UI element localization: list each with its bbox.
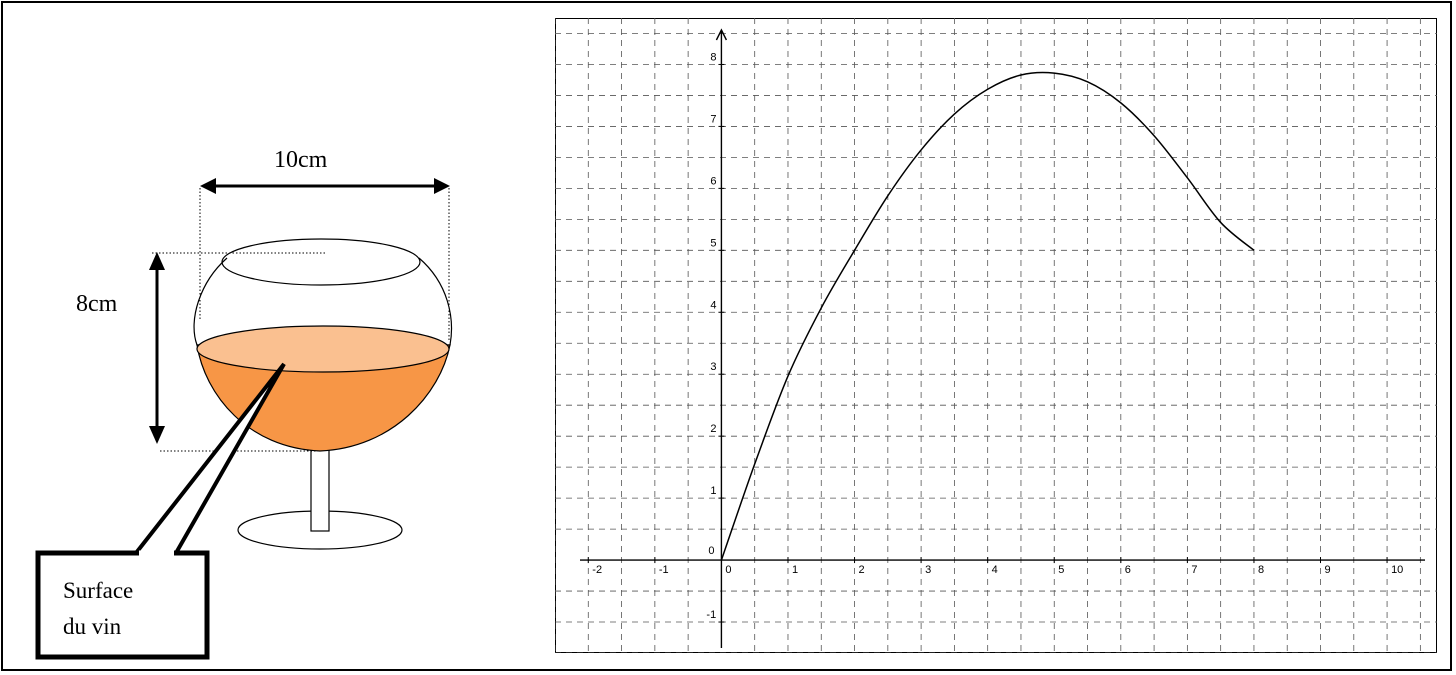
glass-stem <box>310 448 330 532</box>
wine-liquid <box>196 344 451 452</box>
height-arrowhead-bottom <box>149 426 165 444</box>
x-tick-label: 7 <box>1191 564 1197 576</box>
wine-glass-diagram: 10cm 8cm Surface du vin <box>35 147 453 660</box>
x-tick-label: 0 <box>725 564 731 576</box>
glass-rim <box>221 238 421 286</box>
grid <box>555 18 1437 653</box>
y-axis-arrowhead <box>715 28 728 41</box>
x-tick-label: 1 <box>792 564 798 576</box>
width-arrowhead-right <box>434 178 450 194</box>
x-tick-label: 5 <box>1058 564 1064 576</box>
x-tick-label: -1 <box>659 564 669 576</box>
width-arrowhead-left <box>200 178 216 194</box>
height-label: 8cm <box>76 291 118 317</box>
x-tick-label: 6 <box>1125 564 1131 576</box>
y-tick-label: 4 <box>710 299 716 311</box>
callout-box <box>35 550 210 660</box>
y-tick-label: 0 <box>708 545 714 557</box>
axes <box>580 28 1425 648</box>
wine-surface <box>196 325 450 373</box>
x-tick-label: 3 <box>925 564 931 576</box>
function-graph: -2 -1 0 1 2 3 4 5 6 7 8 9 10 -1 0 1 2 3 4 5 6 7 8 <box>555 18 1437 653</box>
y-tick-label: 2 <box>710 423 716 435</box>
y-tick-label: 8 <box>710 51 716 63</box>
x-tick-label: 9 <box>1325 564 1331 576</box>
y-tick-label: 5 <box>710 237 716 249</box>
curve <box>720 71 1255 561</box>
tick-labels: -2 -1 0 1 2 3 4 5 6 7 8 9 10 -1 0 1 2 3 4 5 6 7 8 <box>587 51 1403 623</box>
x-tick-label: 2 <box>859 564 865 576</box>
y-tick-label: 6 <box>710 175 716 187</box>
callout-text-line1: Surface <box>63 578 133 603</box>
callout-text-line2: du vin <box>63 614 122 639</box>
y-tick-label: -1 <box>706 609 716 621</box>
width-label: 10cm <box>274 147 328 173</box>
height-arrowhead-top <box>149 252 165 270</box>
x-tick-label: 8 <box>1258 564 1264 576</box>
y-tick-label: 1 <box>710 485 716 497</box>
x-tick-label: 10 <box>1391 564 1403 576</box>
y-tick-label: 7 <box>710 113 716 125</box>
y-tick-label: 3 <box>710 361 716 373</box>
function-curve <box>720 71 1255 561</box>
x-tick-label: -2 <box>592 564 602 576</box>
graph-panel <box>555 18 1437 653</box>
x-tick-label: 4 <box>992 564 998 576</box>
